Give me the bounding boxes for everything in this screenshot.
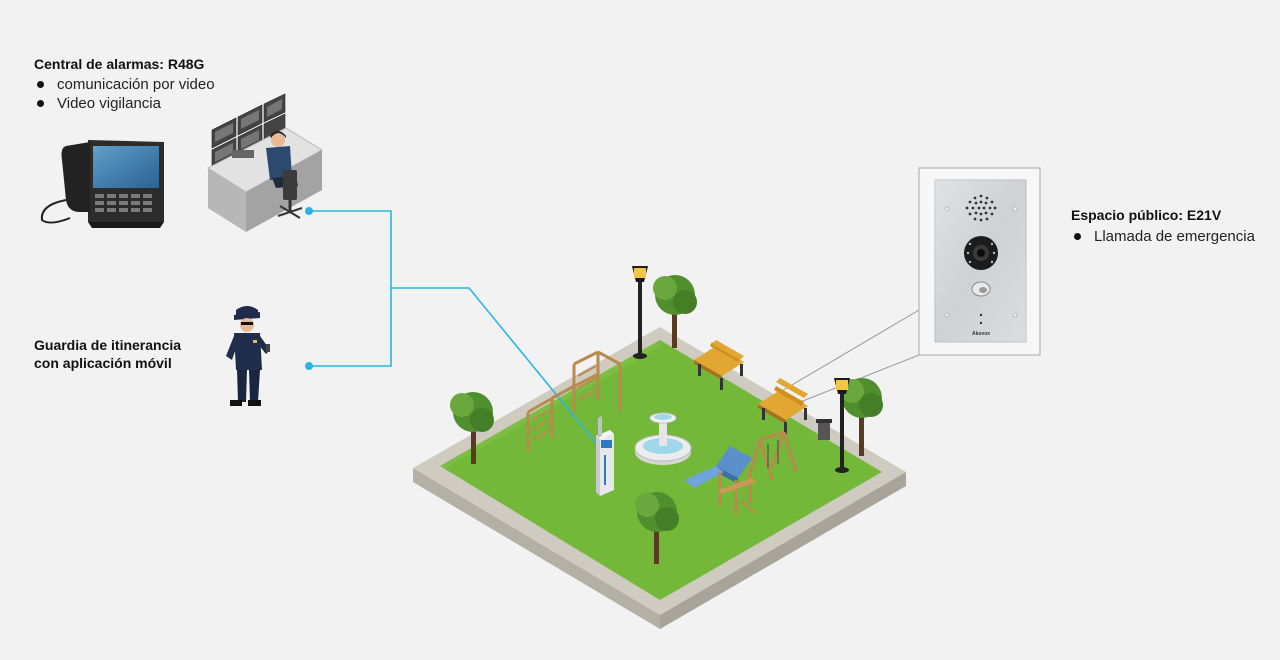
tree-icon (653, 275, 697, 348)
speaker-grille-icon (965, 194, 997, 222)
operator-icon (266, 131, 303, 219)
public-space-feature-item: Llamada de emergencia (1071, 227, 1255, 246)
tree-icon (635, 492, 679, 564)
lamp-post-icon (632, 266, 648, 359)
security-guard-icon (226, 306, 270, 406)
guard-label: Guardia de itinerancia con aplicación mó… (34, 336, 181, 372)
central-feature-item: comunicación por video (34, 75, 215, 94)
connector-dot-central (305, 207, 313, 215)
intercom-e21v: Akuvox (918, 167, 1041, 356)
emergency-call-post-icon (596, 416, 614, 496)
public-space-title: Espacio público: E21V (1071, 207, 1222, 223)
central-title: Central de alarmas: R48G (34, 56, 205, 72)
intercom-brand: Akuvox (972, 331, 990, 337)
bench-icon (758, 378, 808, 434)
connector-dot-guard (305, 362, 313, 370)
guard-title-line2: con aplicación móvil (34, 355, 172, 371)
lamp-post-icon (834, 378, 850, 473)
guard-title-line1: Guardia de itinerancia (34, 337, 182, 353)
public-space-label: Espacio público: E21V Llamada de emergen… (1071, 206, 1255, 246)
public-space-features: Llamada de emergencia (1071, 227, 1255, 246)
control-room-operator-icon (206, 93, 323, 232)
tree-icon (450, 392, 494, 464)
grass-lawn (440, 340, 882, 600)
trash-bin-icon (816, 419, 832, 440)
central-feature-item: Video vigilancia (34, 94, 215, 113)
bench-icon (694, 340, 744, 390)
central-label: Central de alarmas: R48G comunicación po… (34, 55, 215, 113)
slide-playhouse-icon (684, 446, 757, 515)
park-platform (413, 327, 906, 629)
climbing-frame-icon (526, 350, 622, 452)
fountain-icon (634, 412, 692, 465)
tree-icon (840, 378, 883, 456)
central-features: comunicación por video Video vigilancia (34, 75, 215, 113)
ip-video-phone-icon (40, 140, 164, 228)
